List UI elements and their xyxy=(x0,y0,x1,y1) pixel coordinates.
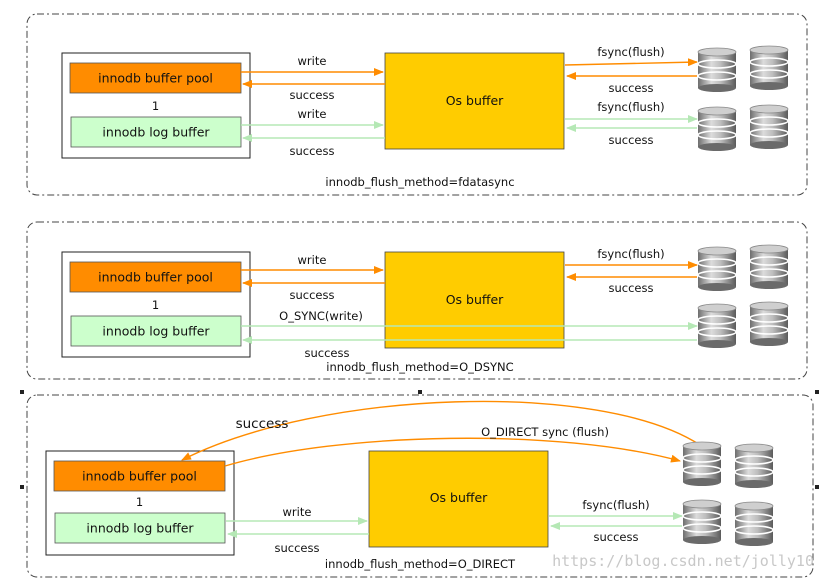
disk-cylinder-icon xyxy=(682,441,722,487)
buffer-pool-label: innodb buffer pool xyxy=(82,469,197,484)
os-buffer-label: Os buffer xyxy=(446,292,504,307)
os-buffer-box xyxy=(368,450,549,548)
fsync-label: fsync(flush) xyxy=(597,45,664,59)
log-write-label: write xyxy=(298,107,327,121)
log-buffer-label: innodb log buffer xyxy=(102,324,210,339)
log-success-label: success xyxy=(290,144,335,158)
o-direct-label: O_DIRECT sync (flush) xyxy=(481,425,609,439)
disk-cylinder-icon xyxy=(697,106,737,152)
os-buffer-label: Os buffer xyxy=(430,490,488,505)
direct-success-arrow xyxy=(181,400,701,461)
panel-caption: innodb_flush_method=O_DSYNC xyxy=(326,360,513,374)
panel-o-dsync: innodb buffer pool 1 innodb log buffer O… xyxy=(26,221,808,380)
buffer-pool-label: innodb buffer pool xyxy=(98,270,213,285)
buffer-pool-box xyxy=(69,261,242,293)
log-buffer-label: innodb log buffer xyxy=(102,125,210,140)
disk-success-label: success xyxy=(609,281,654,295)
os-buffer-label: Os buffer xyxy=(446,93,504,108)
fsync-arrow xyxy=(564,58,698,67)
log-fsync-label: fsync(flush) xyxy=(597,100,664,114)
buffer-pool-box xyxy=(69,62,242,94)
buffer-pool-box xyxy=(53,460,226,492)
osync-success-label: success xyxy=(305,346,350,360)
selection-handle xyxy=(20,390,24,394)
os-buffer-box xyxy=(384,52,565,150)
selection-handle xyxy=(815,390,819,394)
os-buffer-box xyxy=(384,251,565,349)
log-write-label: write xyxy=(283,505,312,519)
selection-handle xyxy=(815,485,819,489)
log-buffer-box xyxy=(54,512,226,544)
disk-success-label: success xyxy=(609,81,654,95)
success-label: success xyxy=(290,288,335,302)
write-label: write xyxy=(298,54,327,68)
panel-border xyxy=(26,221,808,380)
disk-cylinder-icon xyxy=(749,301,789,347)
panel-border xyxy=(26,394,814,578)
watermark: https://blog.csdn.net/jolly10 xyxy=(552,552,814,570)
selection-handle xyxy=(418,390,422,394)
log-buffer-label: innodb log buffer xyxy=(86,521,194,536)
disk-cylinder-icon xyxy=(749,45,789,91)
disk-cylinder-icon xyxy=(682,499,722,545)
panel-caption: innodb_flush_method=O_DIRECT xyxy=(325,557,516,571)
direct-success-label: success xyxy=(236,416,289,432)
osync-write-label: O_SYNC(write) xyxy=(279,309,363,323)
panel-fdatasync: innodb buffer pool 1 innodb log buffer O… xyxy=(26,13,808,196)
write-label: write xyxy=(298,253,327,267)
log-success-label: success xyxy=(275,541,320,555)
selection-handle xyxy=(20,485,24,489)
panel-o-direct: innodb buffer pool 1 innodb log buffer O… xyxy=(20,390,819,578)
log-buffer-box xyxy=(70,116,242,148)
disk-cylinder-icon xyxy=(697,303,737,349)
disk-cylinder-icon xyxy=(749,244,789,290)
o-direct-arrow xyxy=(224,437,681,467)
ratio-label: 1 xyxy=(152,99,159,113)
disk-cylinder-icon xyxy=(697,246,737,292)
disk-cylinder-icon xyxy=(734,501,774,547)
panel-caption: innodb_flush_method=fdatasync xyxy=(325,175,514,189)
log-disk-success-label: success xyxy=(609,133,654,147)
disk-cylinder-icon xyxy=(697,47,737,93)
log-buffer-box xyxy=(70,315,242,347)
log-fsync-label: fsync(flush) xyxy=(582,498,649,512)
log-disk-success-label: success xyxy=(594,530,639,544)
success-label: success xyxy=(290,88,335,102)
fsync-label: fsync(flush) xyxy=(597,247,664,261)
disk-cylinder-icon xyxy=(749,104,789,150)
disk-cylinder-icon xyxy=(734,443,774,489)
panel-border xyxy=(26,13,808,196)
ratio-label: 1 xyxy=(136,495,143,509)
ratio-label: 1 xyxy=(152,298,159,312)
buffer-pool-label: innodb buffer pool xyxy=(98,71,213,86)
